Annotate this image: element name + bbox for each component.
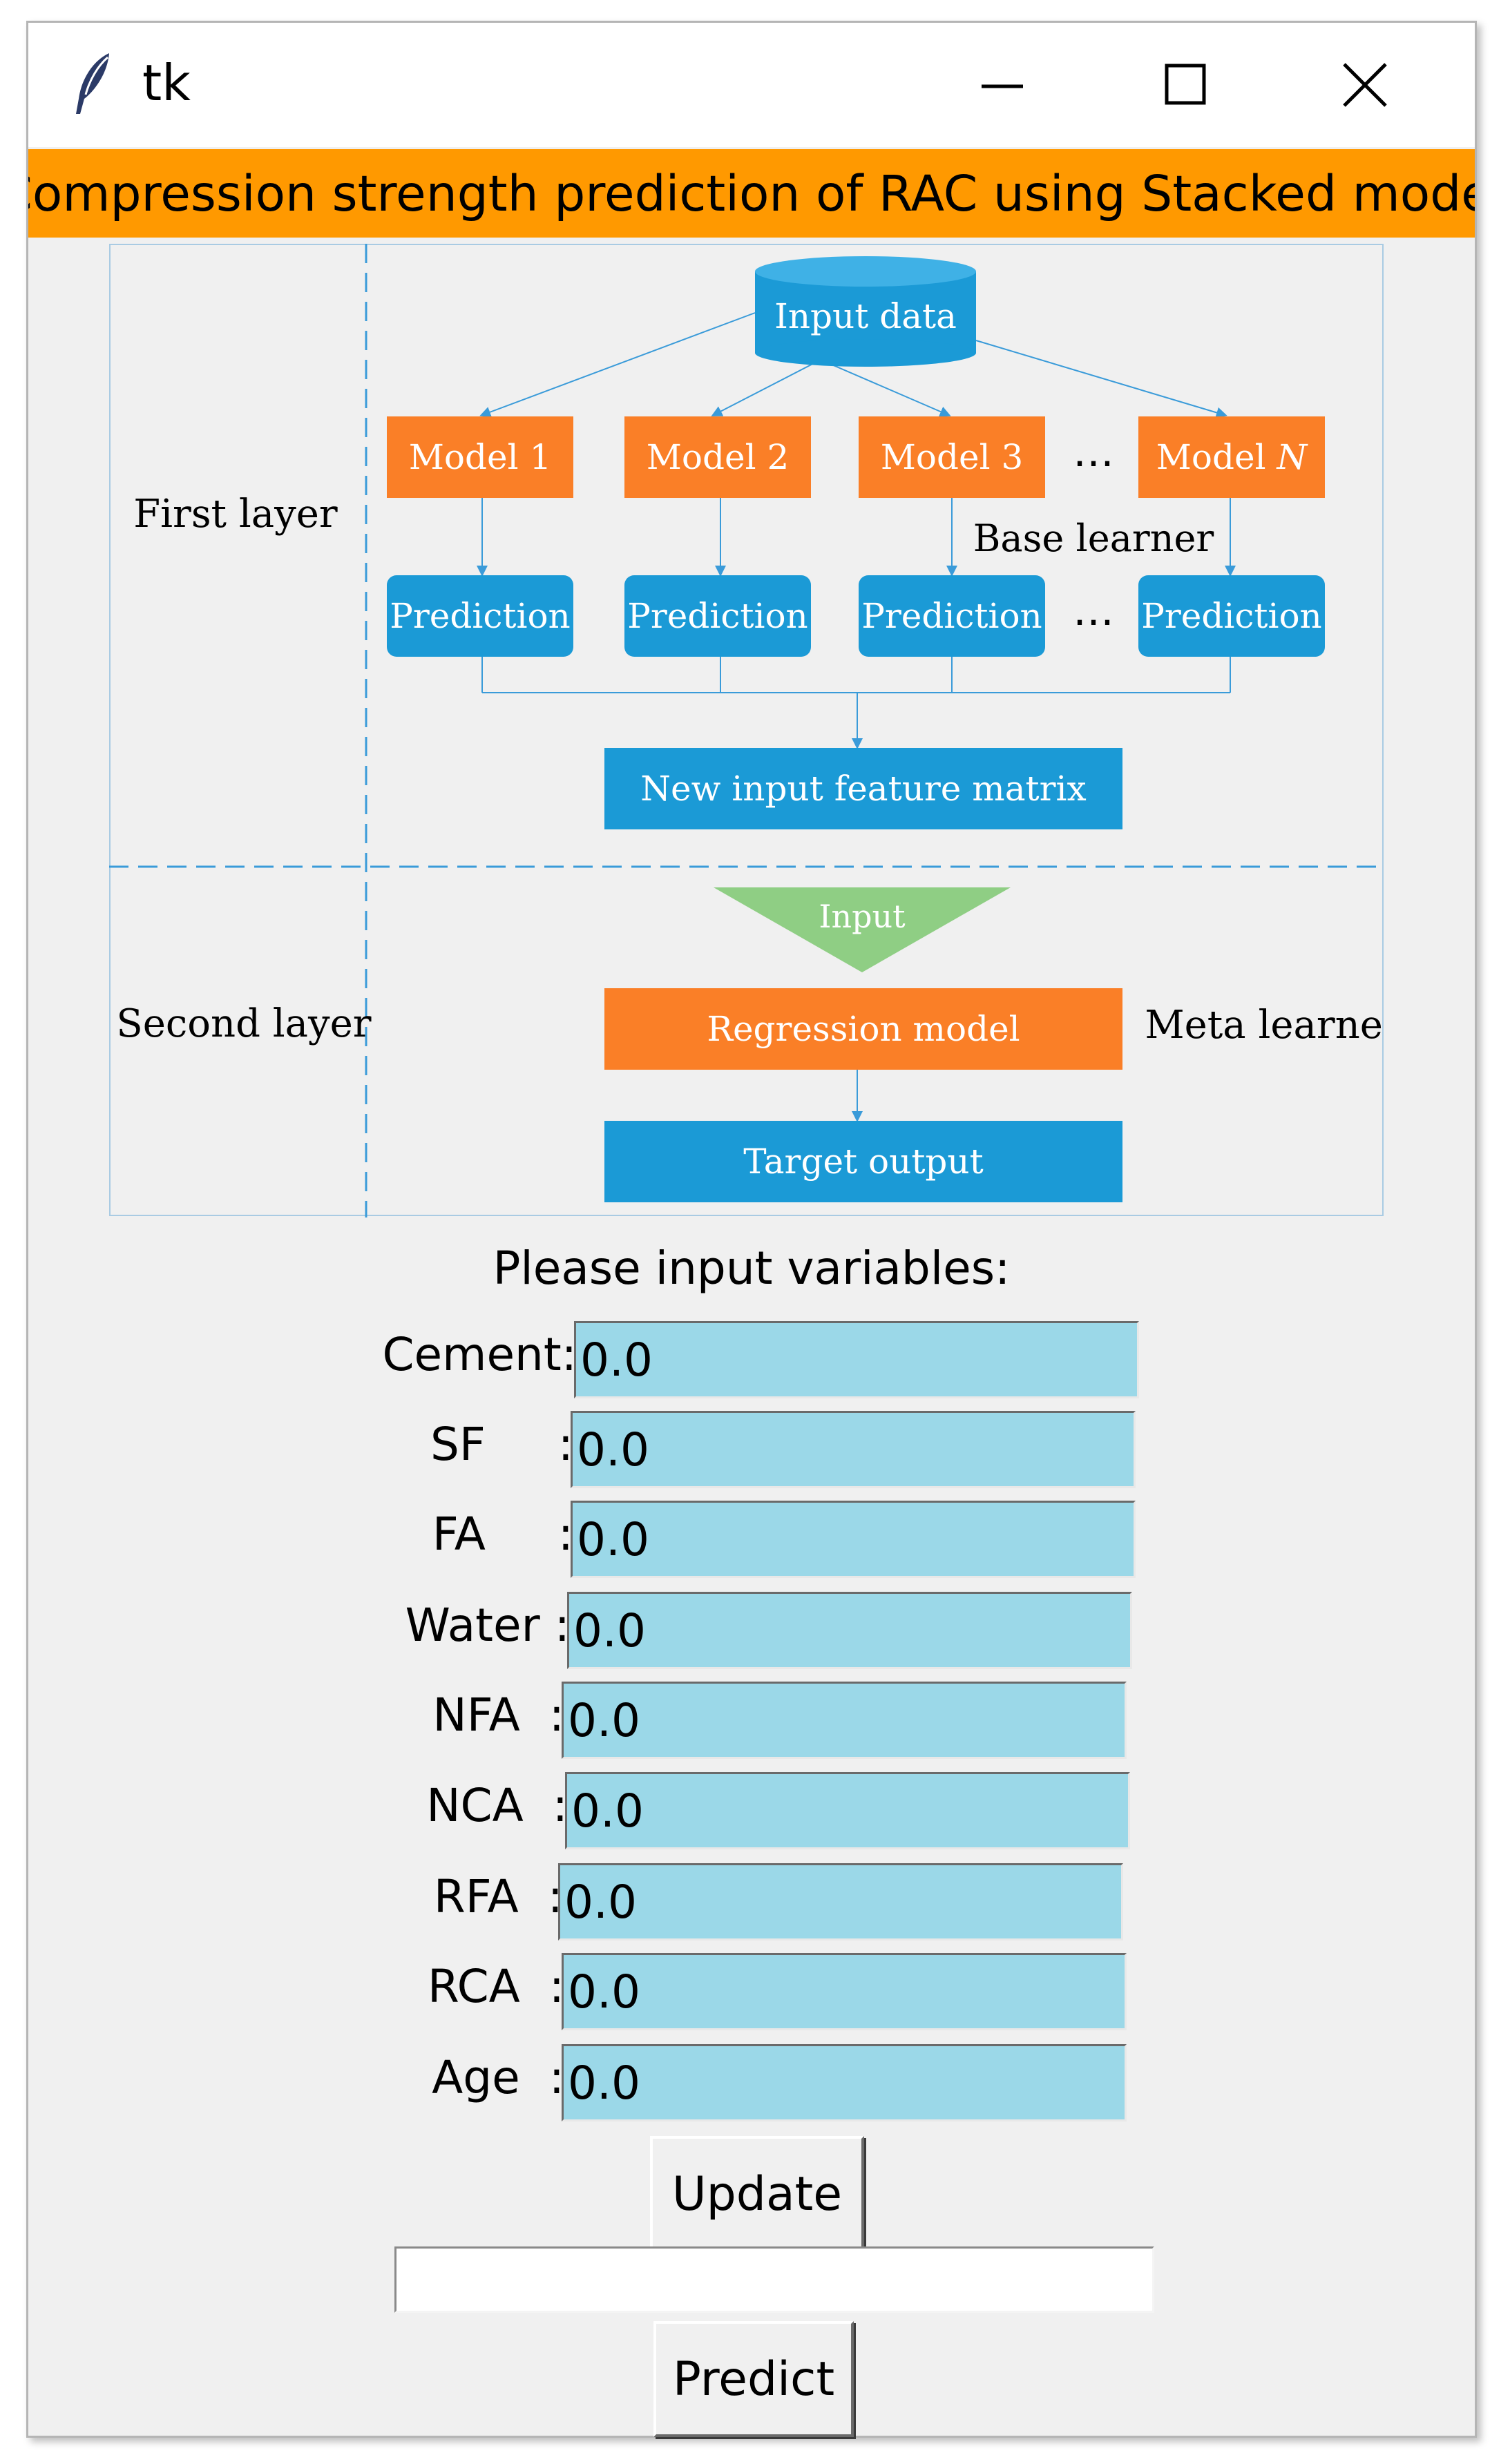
fa-label: FA : [432,1508,573,1561]
rca-label: RCA : [428,1960,564,2013]
window-title: tk [142,54,191,112]
sf-input[interactable] [571,1411,1136,1488]
minimize-icon [982,84,1023,88]
diagram-svg: First layer Second layer [109,244,1402,1217]
model-n-label: Model N [1156,437,1309,477]
input-data-cylinder [755,256,976,367]
prediction-n-label: Prediction [1141,596,1322,636]
prediction-1-box [387,575,573,657]
model-3-box [859,416,1045,498]
models-ellipsis: … [1073,428,1114,477]
predict-button[interactable]: Predict [653,2321,854,2437]
rca-input[interactable] [562,1953,1127,2030]
predictions-ellipsis: … [1073,587,1114,635]
cement-label: Cement: [382,1328,577,1381]
cement-input[interactable] [574,1321,1139,1398]
base-learner-label: Base learner [973,517,1214,560]
input-arrow-shape [714,887,1011,972]
maximize-button[interactable] [1140,44,1230,126]
regression-model-label: Regression model [707,1009,1020,1049]
fa-input[interactable] [571,1501,1136,1578]
update-button[interactable]: Update [650,2136,864,2252]
model-1-box [387,416,573,498]
close-button[interactable] [1320,44,1410,126]
prediction-2-box [624,575,811,657]
app-window: tk Compression strength prediction of RA… [26,21,1477,2438]
nfa-label: NFA : [432,1688,564,1742]
minimize-button[interactable] [957,44,1047,126]
maximize-icon [1165,64,1206,105]
feature-matrix-label: New input feature matrix [640,769,1086,809]
title-banner: Compression strength prediction of RAC u… [28,149,1475,238]
nfa-input[interactable] [562,1682,1127,1759]
form-title: Please input variables: [493,1242,1011,1295]
water-input[interactable] [567,1592,1132,1669]
prediction-1-label: Prediction [390,596,571,636]
nca-input[interactable] [565,1772,1130,1849]
title-bar[interactable]: tk [28,23,1475,147]
input-data-label: Input data [774,296,957,336]
model-1-label: Model 1 [409,437,552,477]
target-output-box [604,1121,1122,1202]
model-2-label: Model 2 [647,437,790,477]
prediction-2-label: Prediction [627,596,808,636]
close-icon [1343,63,1387,107]
model-n-box [1138,416,1325,498]
rfa-input[interactable] [558,1863,1123,1941]
rfa-label: RFA : [433,1870,563,1923]
age-input[interactable] [562,2044,1127,2121]
model-3-label: Model 3 [881,437,1024,477]
second-layer-label: Second layer [116,1001,371,1046]
input-arrow-label: Input [819,898,906,935]
target-output-label: Target output [743,1142,983,1182]
meta-learner-label: Meta learner [1145,1003,1384,1048]
age-label: Age : [432,2051,564,2104]
feature-matrix-box [604,748,1122,829]
diagram-frame [109,244,1384,1216]
feather-icon [66,50,122,119]
prediction-n-box [1138,575,1325,657]
model-2-box [624,416,811,498]
water-label: Water : [405,1599,570,1652]
sf-label: SF : [430,1418,573,1471]
stacked-model-diagram: First layer Second layer [109,244,1402,1217]
prediction-3-box [859,575,1045,657]
nca-label: NCA : [426,1779,568,1832]
first-layer-label: First layer [133,492,338,537]
regression-model-box [604,988,1122,1070]
prediction-3-label: Prediction [861,596,1042,636]
prediction-result-field[interactable] [394,2246,1154,2313]
